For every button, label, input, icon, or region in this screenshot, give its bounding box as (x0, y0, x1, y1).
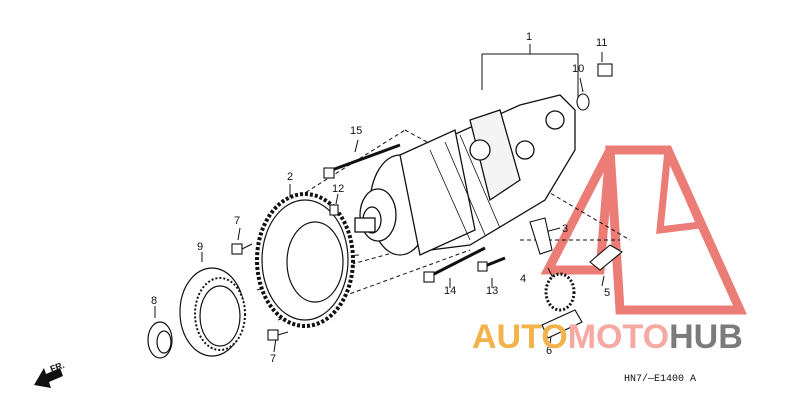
starter-motor (354, 94, 576, 256)
watermark-logo (540, 145, 747, 315)
ring-gear (255, 192, 355, 328)
callout-2: 2 (287, 171, 294, 183)
callout-5: 5 (604, 287, 611, 299)
callout-4: 4 (520, 273, 527, 285)
callout-14: 14 (444, 285, 457, 297)
watermark-part-3: HUB (669, 318, 743, 356)
drive-plate (179, 267, 246, 357)
callout-7a: 7 (234, 215, 241, 227)
small-parts (231, 63, 623, 341)
bearing (147, 321, 173, 359)
callout-1: 1 (526, 31, 533, 43)
callout-3: 3 (562, 223, 569, 235)
watermark-text: AUTOMOTOHUB (472, 320, 743, 354)
callout-15: 15 (350, 125, 363, 137)
callout-12: 12 (332, 183, 345, 195)
callout-13: 13 (486, 285, 499, 297)
diagram-code: HN7/—E1400 A (624, 374, 697, 385)
front-arrow-icon (34, 368, 63, 388)
callout-6: 6 (546, 345, 553, 357)
watermark-part-1: AUTO (472, 318, 568, 356)
callout-11: 11 (596, 37, 608, 49)
callout-9: 9 (197, 241, 204, 253)
callout-10: 10 (572, 63, 585, 75)
watermark-part-2: MOTO (567, 318, 670, 356)
callout-8: 8 (151, 295, 158, 307)
callout-7b: 7 (270, 353, 277, 365)
